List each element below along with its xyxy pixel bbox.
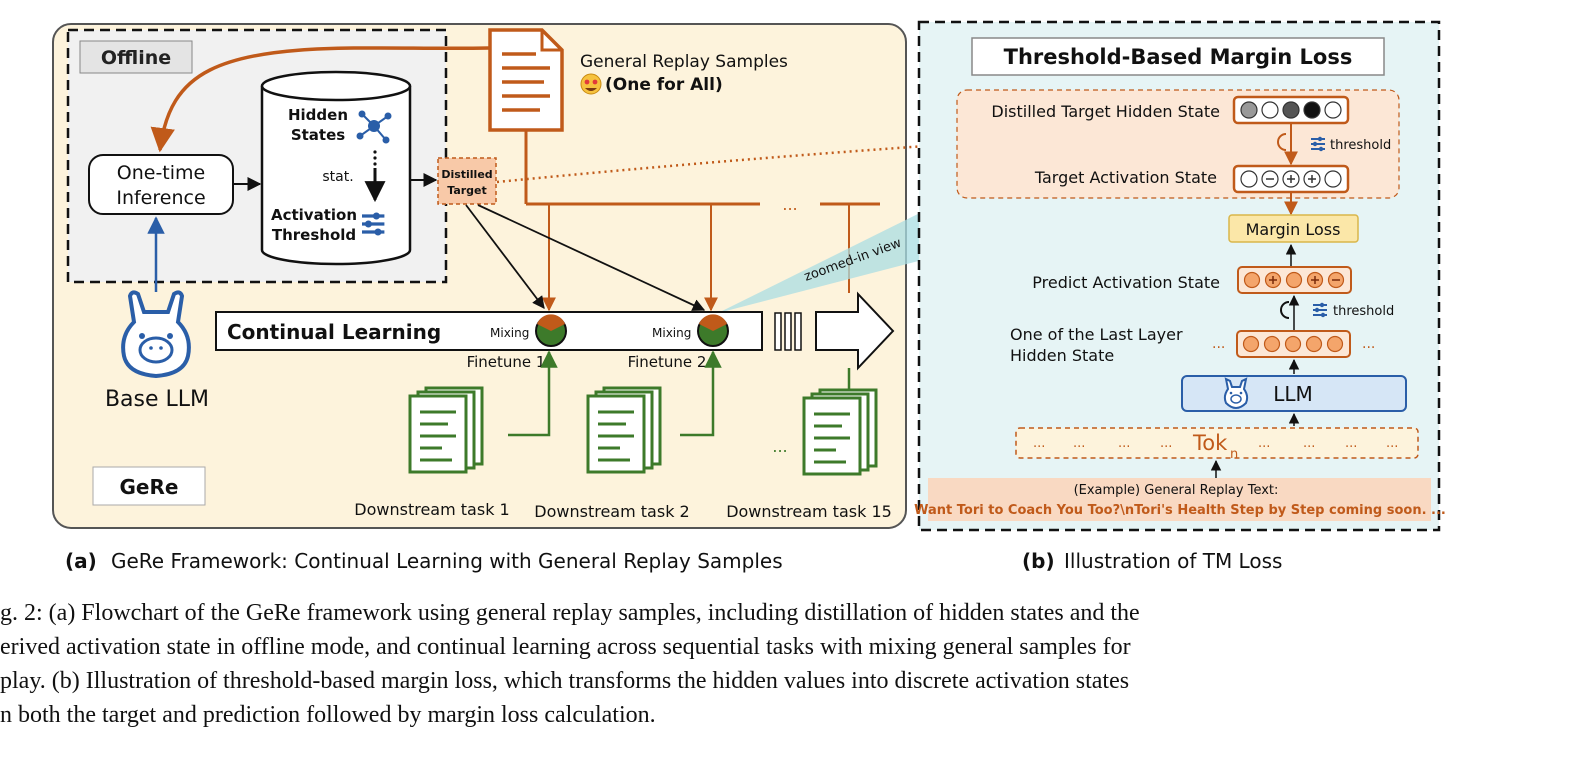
downstream-ellipsis: ... <box>772 437 787 456</box>
token-dots-1: ... <box>1033 436 1045 451</box>
token-dots-5: ... <box>1258 436 1270 451</box>
panel-b-title-box <box>971 37 1385 76</box>
one-time-inference-line2: Inference <box>116 187 205 209</box>
general-replay-samples-label: General Replay Samples <box>580 52 788 72</box>
token-label: Tok <box>1192 431 1228 455</box>
mixing-label-1: Mixing <box>490 326 529 340</box>
predict-activation-state-label: Predict Activation State <box>1032 273 1220 292</box>
stat-label: stat. <box>322 169 353 185</box>
continual-learning-arrow-head <box>815 291 895 371</box>
caption-a-text: GeRe Framework: Continual Learning with … <box>111 549 783 573</box>
downstream-task-1-docs-icon <box>408 386 484 474</box>
threshold-label-1: threshold <box>1330 138 1391 153</box>
distilled-target-hidden-state-vector <box>1232 95 1350 125</box>
threshold-label-2: threshold <box>1333 304 1394 319</box>
margin-loss-label: Margin Loss <box>1246 220 1341 239</box>
network-nodes-icon <box>356 110 392 144</box>
small-llama-icon <box>1223 377 1249 410</box>
figure-caption-line-3: play. (b) Illustration of threshold-base… <box>0 668 1130 694</box>
example-label: (Example) General Replay Text: <box>1074 483 1279 498</box>
finetune-2-label: Finetune 2 <box>628 353 707 371</box>
token-dots-7: ... <box>1345 436 1357 451</box>
gere-badge <box>92 466 206 506</box>
continual-learning-label: Continual Learning <box>227 320 441 344</box>
token-dots-8: ... <box>1386 436 1398 451</box>
offline-badge <box>79 40 193 74</box>
hidden-states-line2: States <box>291 126 345 144</box>
continual-learning-bar <box>215 311 763 351</box>
hidden-state-left-ellipsis: ... <box>1212 336 1225 352</box>
llm-label: LLM <box>1273 382 1313 406</box>
threshold-sliders-icon <box>360 210 386 238</box>
caption-a-bold: (a) <box>65 549 97 573</box>
last-layer-hidden-state-line2: Hidden State <box>1010 346 1114 365</box>
threshold-curve-icon-2 <box>1280 301 1290 319</box>
replay-to-inference-arrow <box>150 46 490 153</box>
mixing-pie-icon-2 <box>697 314 729 347</box>
figure-caption-line-2: erived activation state in offline mode,… <box>0 634 1131 660</box>
finetune-1-label: Finetune 1 <box>467 353 546 371</box>
continuation-bars-icon <box>774 312 802 351</box>
token-dots-2: ... <box>1073 436 1085 451</box>
one-for-all-label: (One for All) <box>605 75 723 95</box>
distilled-target-line1: Distilled <box>441 168 492 181</box>
token-subscript: n <box>1230 447 1238 462</box>
starstruck-emoji-icon <box>580 73 602 95</box>
base-llm-label: Base LLM <box>105 387 209 412</box>
distilled-target-hidden-state-label: Distilled Target Hidden State <box>991 102 1220 121</box>
token-dots-4: ... <box>1160 436 1172 451</box>
threshold-icon-2 <box>1312 301 1328 319</box>
figure-caption-line-4: n both the target and prediction followe… <box>0 702 656 728</box>
example-text: Want Tori to Coach You Too?\nTori's Heal… <box>914 503 1446 518</box>
predict-activation-state-vector <box>1237 266 1352 294</box>
gere-label: GeRe <box>120 475 179 499</box>
threshold-curve-icon-1 <box>1277 133 1287 151</box>
threshold-icon-1 <box>1310 135 1326 153</box>
hidden-states-line1: Hidden <box>288 106 348 124</box>
mixing-label-2: Mixing <box>652 326 691 340</box>
caption-b-text: Illustration of TM Loss <box>1064 549 1282 573</box>
downstream-task-2-label: Downstream task 2 <box>534 502 689 521</box>
distilled-to-panel-b-dotted-arrow <box>496 136 957 184</box>
zoomed-in-view-wedge <box>718 208 930 313</box>
token-sequence-box <box>1015 427 1419 459</box>
general-replay-document-icon <box>488 28 564 132</box>
downstream-task-15-docs-icon <box>802 388 878 476</box>
hidden-state-right-ellipsis: ... <box>1362 336 1375 352</box>
downstream-task-15-label: Downstream task 15 <box>726 502 892 521</box>
target-to-mix1-arrow <box>465 204 545 310</box>
downstream-task-2-docs-icon <box>586 386 662 474</box>
vertical-dots-icon <box>373 150 377 166</box>
offline-label: Offline <box>101 47 171 69</box>
panel-b-title: Threshold-Based Margin Loss <box>1004 45 1353 69</box>
target-activation-state-label: Target Activation State <box>1034 168 1217 187</box>
mixing-pie-icon-1 <box>535 314 567 347</box>
last-layer-hidden-state-vector <box>1236 330 1351 358</box>
target-activation-state-vector <box>1232 164 1350 194</box>
figure-caption-line-1: g. 2: (a) Flowchart of the GeRe framewor… <box>0 600 1140 626</box>
llama-icon <box>121 290 191 379</box>
caption-b-bold: (b) <box>1022 549 1055 573</box>
margin-loss-box <box>1228 214 1359 243</box>
distilled-target-box <box>437 157 497 205</box>
last-layer-hidden-state-line1: One of the Last Layer <box>1010 325 1183 344</box>
target-to-mix2-arrow <box>477 204 706 311</box>
replay-bus-ellipsis: ... <box>782 195 797 214</box>
example-text-box <box>928 478 1431 521</box>
token-dots-3: ... <box>1118 436 1130 451</box>
activation-threshold-line1: Activation <box>271 206 357 224</box>
task1-to-finetune1-arrow <box>508 350 558 437</box>
task2-to-finetune2-arrow <box>680 350 722 437</box>
activation-threshold-line2: Threshold <box>272 226 356 244</box>
one-time-inference-line1: One-time <box>117 162 205 184</box>
downstream-task-1-label: Downstream task 1 <box>354 500 509 519</box>
token-dots-6: ... <box>1303 436 1315 451</box>
distilled-target-line2: Target <box>447 184 487 197</box>
